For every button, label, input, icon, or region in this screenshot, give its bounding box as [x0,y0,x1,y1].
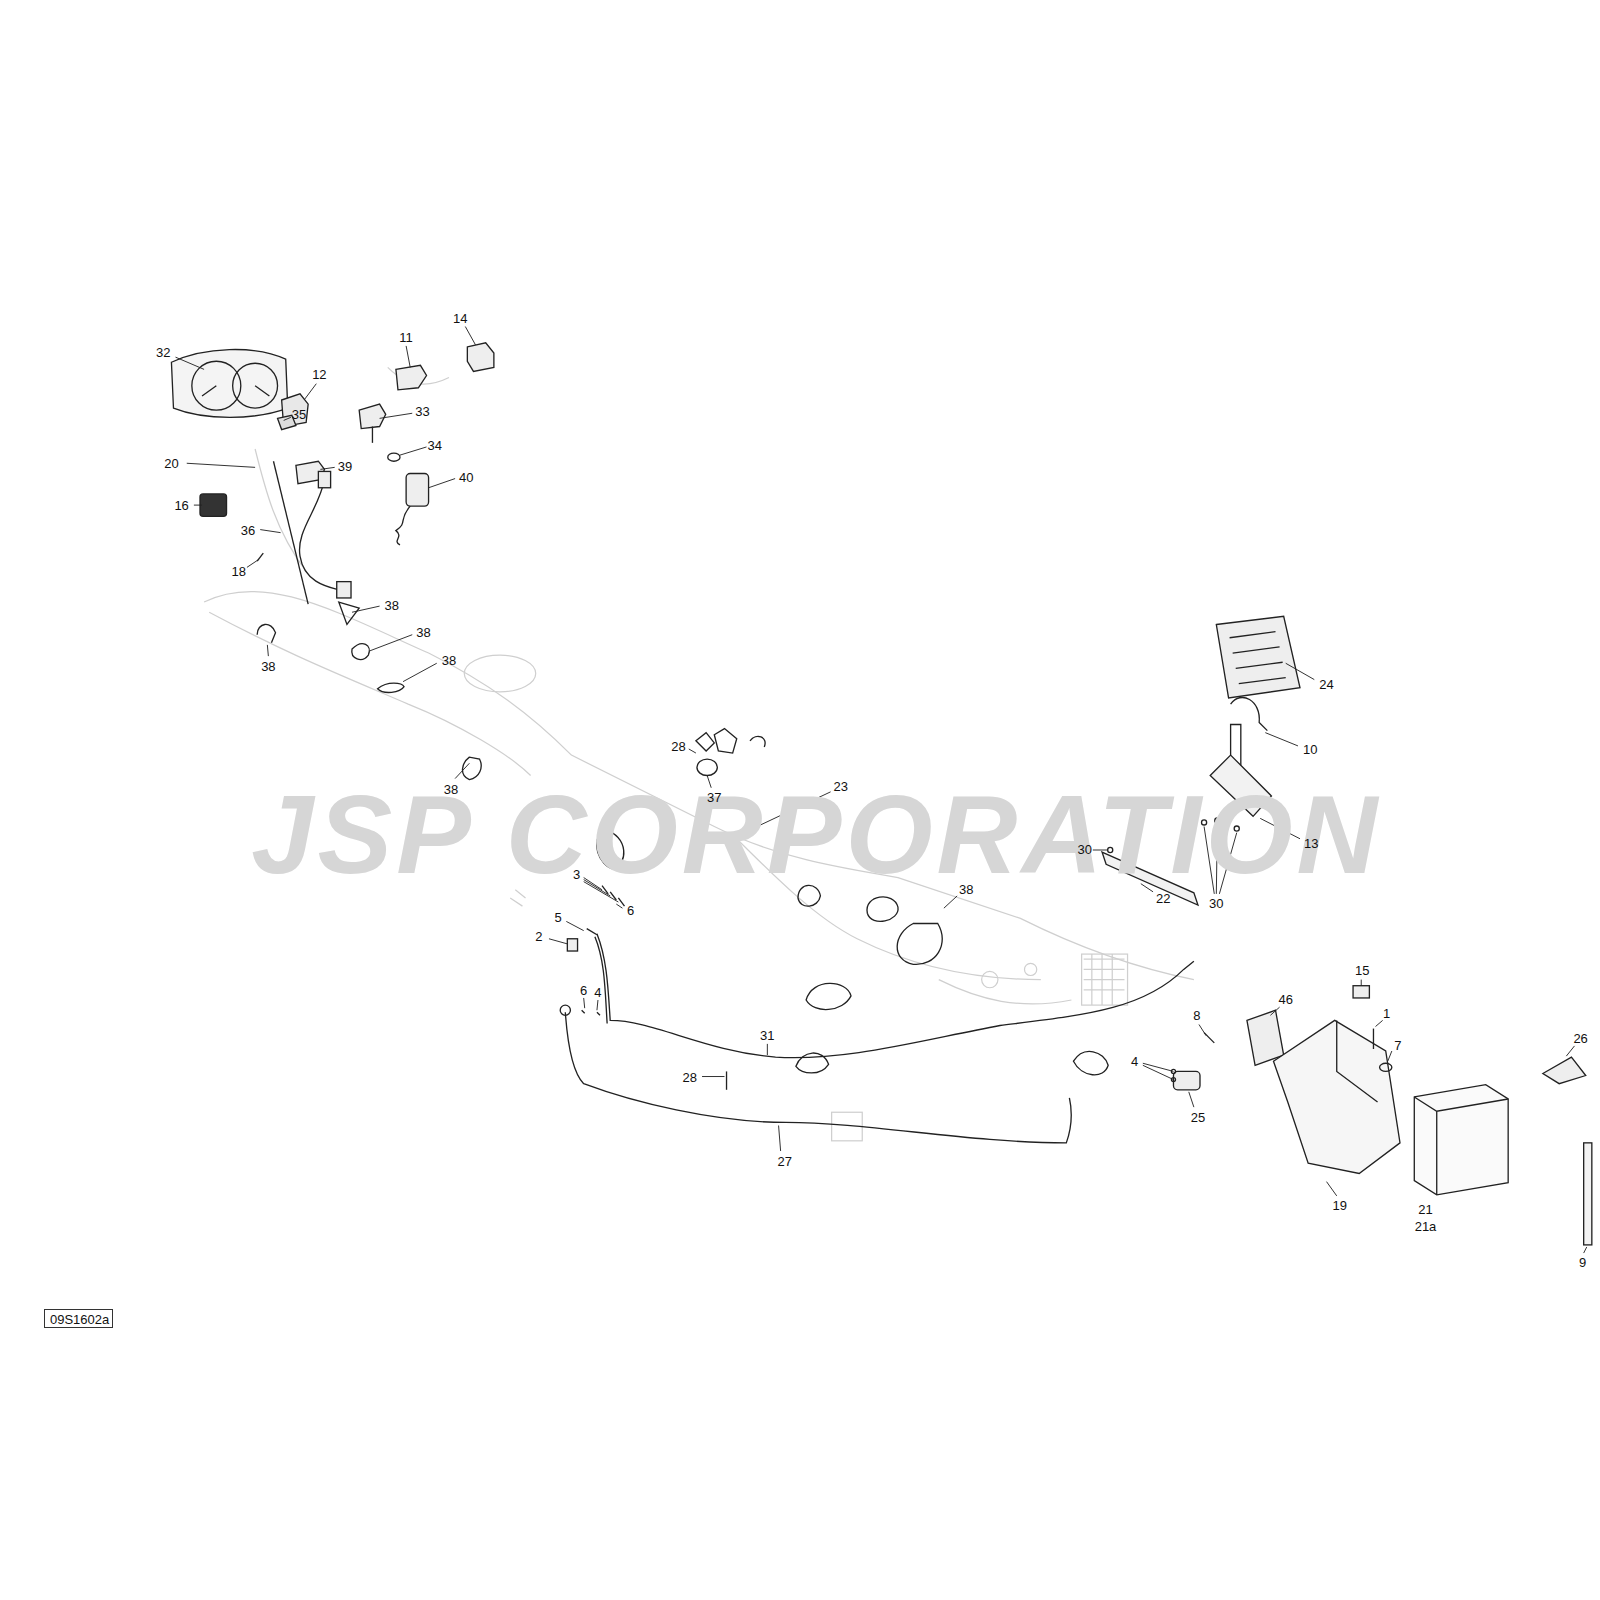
callout-number: 2 [535,929,542,942]
callout-number: 27 [777,1155,791,1168]
callout-number: 5 [555,911,562,924]
callout-number: 18 [232,565,246,578]
callout-number: 4 [1131,1055,1138,1068]
callout-number: 22 [1156,891,1170,904]
callout-number: 20 [164,457,178,470]
watermark: JSP CORPORATION [251,779,1381,891]
ghost-outline [204,367,1194,1140]
callout-number: 8 [1193,1009,1200,1022]
callout-number: 24 [1319,677,1333,690]
callout-number: 28 [671,739,685,752]
callout-number: 1 [1383,1007,1390,1020]
callout-number: 40 [459,470,473,483]
callout-number: 38 [416,625,430,638]
callout-number: 39 [338,460,352,473]
leader-lines [176,327,1587,1254]
callout-number: 6 [627,904,634,917]
callout-number: 31 [760,1028,774,1041]
callout-number: 38 [385,599,399,612]
callout-number: 25 [1191,1111,1205,1124]
callout-number: 19 [1333,1199,1347,1212]
callout-number: 35 [292,408,306,421]
callout-number: 11 [399,330,413,343]
callout-number: 6 [580,983,587,996]
callout-number: 28 [683,1070,697,1083]
callout-number: 14 [453,312,467,325]
callout-number: 33 [415,405,429,418]
callout-number: 4 [594,985,601,998]
callout-number: 16 [174,499,188,512]
callout-number: 13 [1304,836,1318,849]
callout-number: 21a [1415,1219,1437,1232]
callout-number: 30 [1077,842,1091,855]
callout-number: 36 [241,523,255,536]
callout-number: 34 [427,438,441,451]
callout-number: 7 [1394,1038,1401,1051]
callout-number: 30 [1209,897,1223,910]
callout-number: 38 [442,654,456,667]
callout-number: 37 [707,790,721,803]
callout-number: 38 [959,882,973,895]
callout-number: 15 [1355,964,1369,977]
part-drawings [171,343,1591,1245]
callout-number: 12 [312,368,326,381]
callout-number: 32 [156,346,170,359]
drawing-number-box: 09S1602a [44,1309,113,1328]
callout-number: 26 [1573,1031,1587,1044]
callout-number: 10 [1303,742,1317,755]
callout-number: 23 [834,779,848,792]
callout-number: 9 [1579,1256,1586,1269]
callout-number: 46 [1278,992,1292,1005]
callout-number: 38 [261,660,275,673]
callout-number: 3 [573,868,580,881]
callout-number: 21 [1418,1203,1432,1216]
drawing-number: 09S1602a [50,1313,107,1326]
callout-number: 38 [444,782,458,795]
